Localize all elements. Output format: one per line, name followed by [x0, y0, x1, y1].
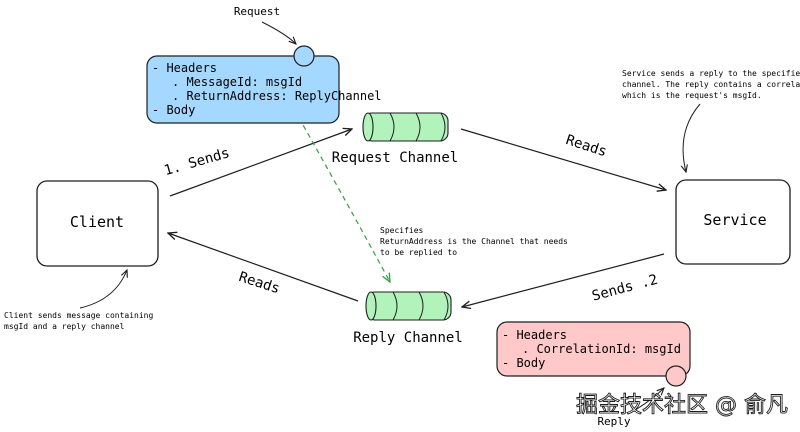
request-channel-label: Request Channel — [332, 150, 458, 166]
request-line-headers: - Headers — [152, 61, 217, 75]
edge-label-sends2: Sends .2 — [590, 272, 659, 305]
arrow-request-to-service — [460, 128, 666, 190]
request-marker-circle — [293, 45, 315, 67]
reply-caption-arrow — [631, 388, 664, 413]
arrow-service-to-reply — [462, 253, 665, 307]
client-note-arrow — [79, 270, 127, 309]
client-note: Client sends message containing msgId an… — [4, 311, 158, 331]
arrow-client-to-request — [169, 129, 352, 197]
reply-line-correlationid: . CorrelationId: msgId — [522, 342, 681, 356]
client-label: Client — [70, 213, 124, 231]
edge-label-reads-top: Reads — [564, 132, 609, 160]
watermark: 掘金技术社区 @ 俞凡 — [576, 393, 788, 418]
request-caption-arrow — [261, 21, 296, 44]
specifies-note: Specifies ReturnAddress is the Channel t… — [380, 226, 573, 257]
request-line-body: - Body — [152, 103, 195, 117]
reply-channel[interactable]: Reply Channel — [353, 291, 463, 346]
service-note-arrow — [683, 103, 701, 172]
reply-channel-label: Reply Channel — [353, 330, 463, 346]
arrow-reply-to-client — [168, 233, 359, 302]
service-note: Service sends a reply to the specified r… — [622, 69, 800, 100]
request-line-messageid: . MessageId: msgId — [172, 75, 302, 89]
request-message-card: - Headers . MessageId: msgId . ReturnAdd… — [146, 45, 382, 124]
reply-message-card: - Headers . CorrelationId: msgId - Body — [496, 321, 691, 387]
reply-marker-circle — [665, 365, 687, 387]
edge-label-reads-bottom: Reads — [237, 269, 282, 297]
client-node[interactable]: Client — [36, 180, 159, 267]
reply-caption: Reply — [597, 415, 630, 428]
request-line-returnaddress: . ReturnAddress: ReplyChannel — [172, 89, 382, 103]
reply-line-headers: - Headers — [502, 328, 567, 342]
request-channel[interactable]: Request Channel — [332, 112, 458, 166]
service-label: Service — [703, 211, 766, 229]
reply-line-body: - Body — [502, 356, 545, 370]
specifies-arrow — [289, 101, 390, 282]
service-node[interactable]: Service — [675, 179, 791, 265]
request-caption: Request — [234, 5, 280, 18]
edge-label-sends1: 1. Sends — [162, 145, 231, 179]
